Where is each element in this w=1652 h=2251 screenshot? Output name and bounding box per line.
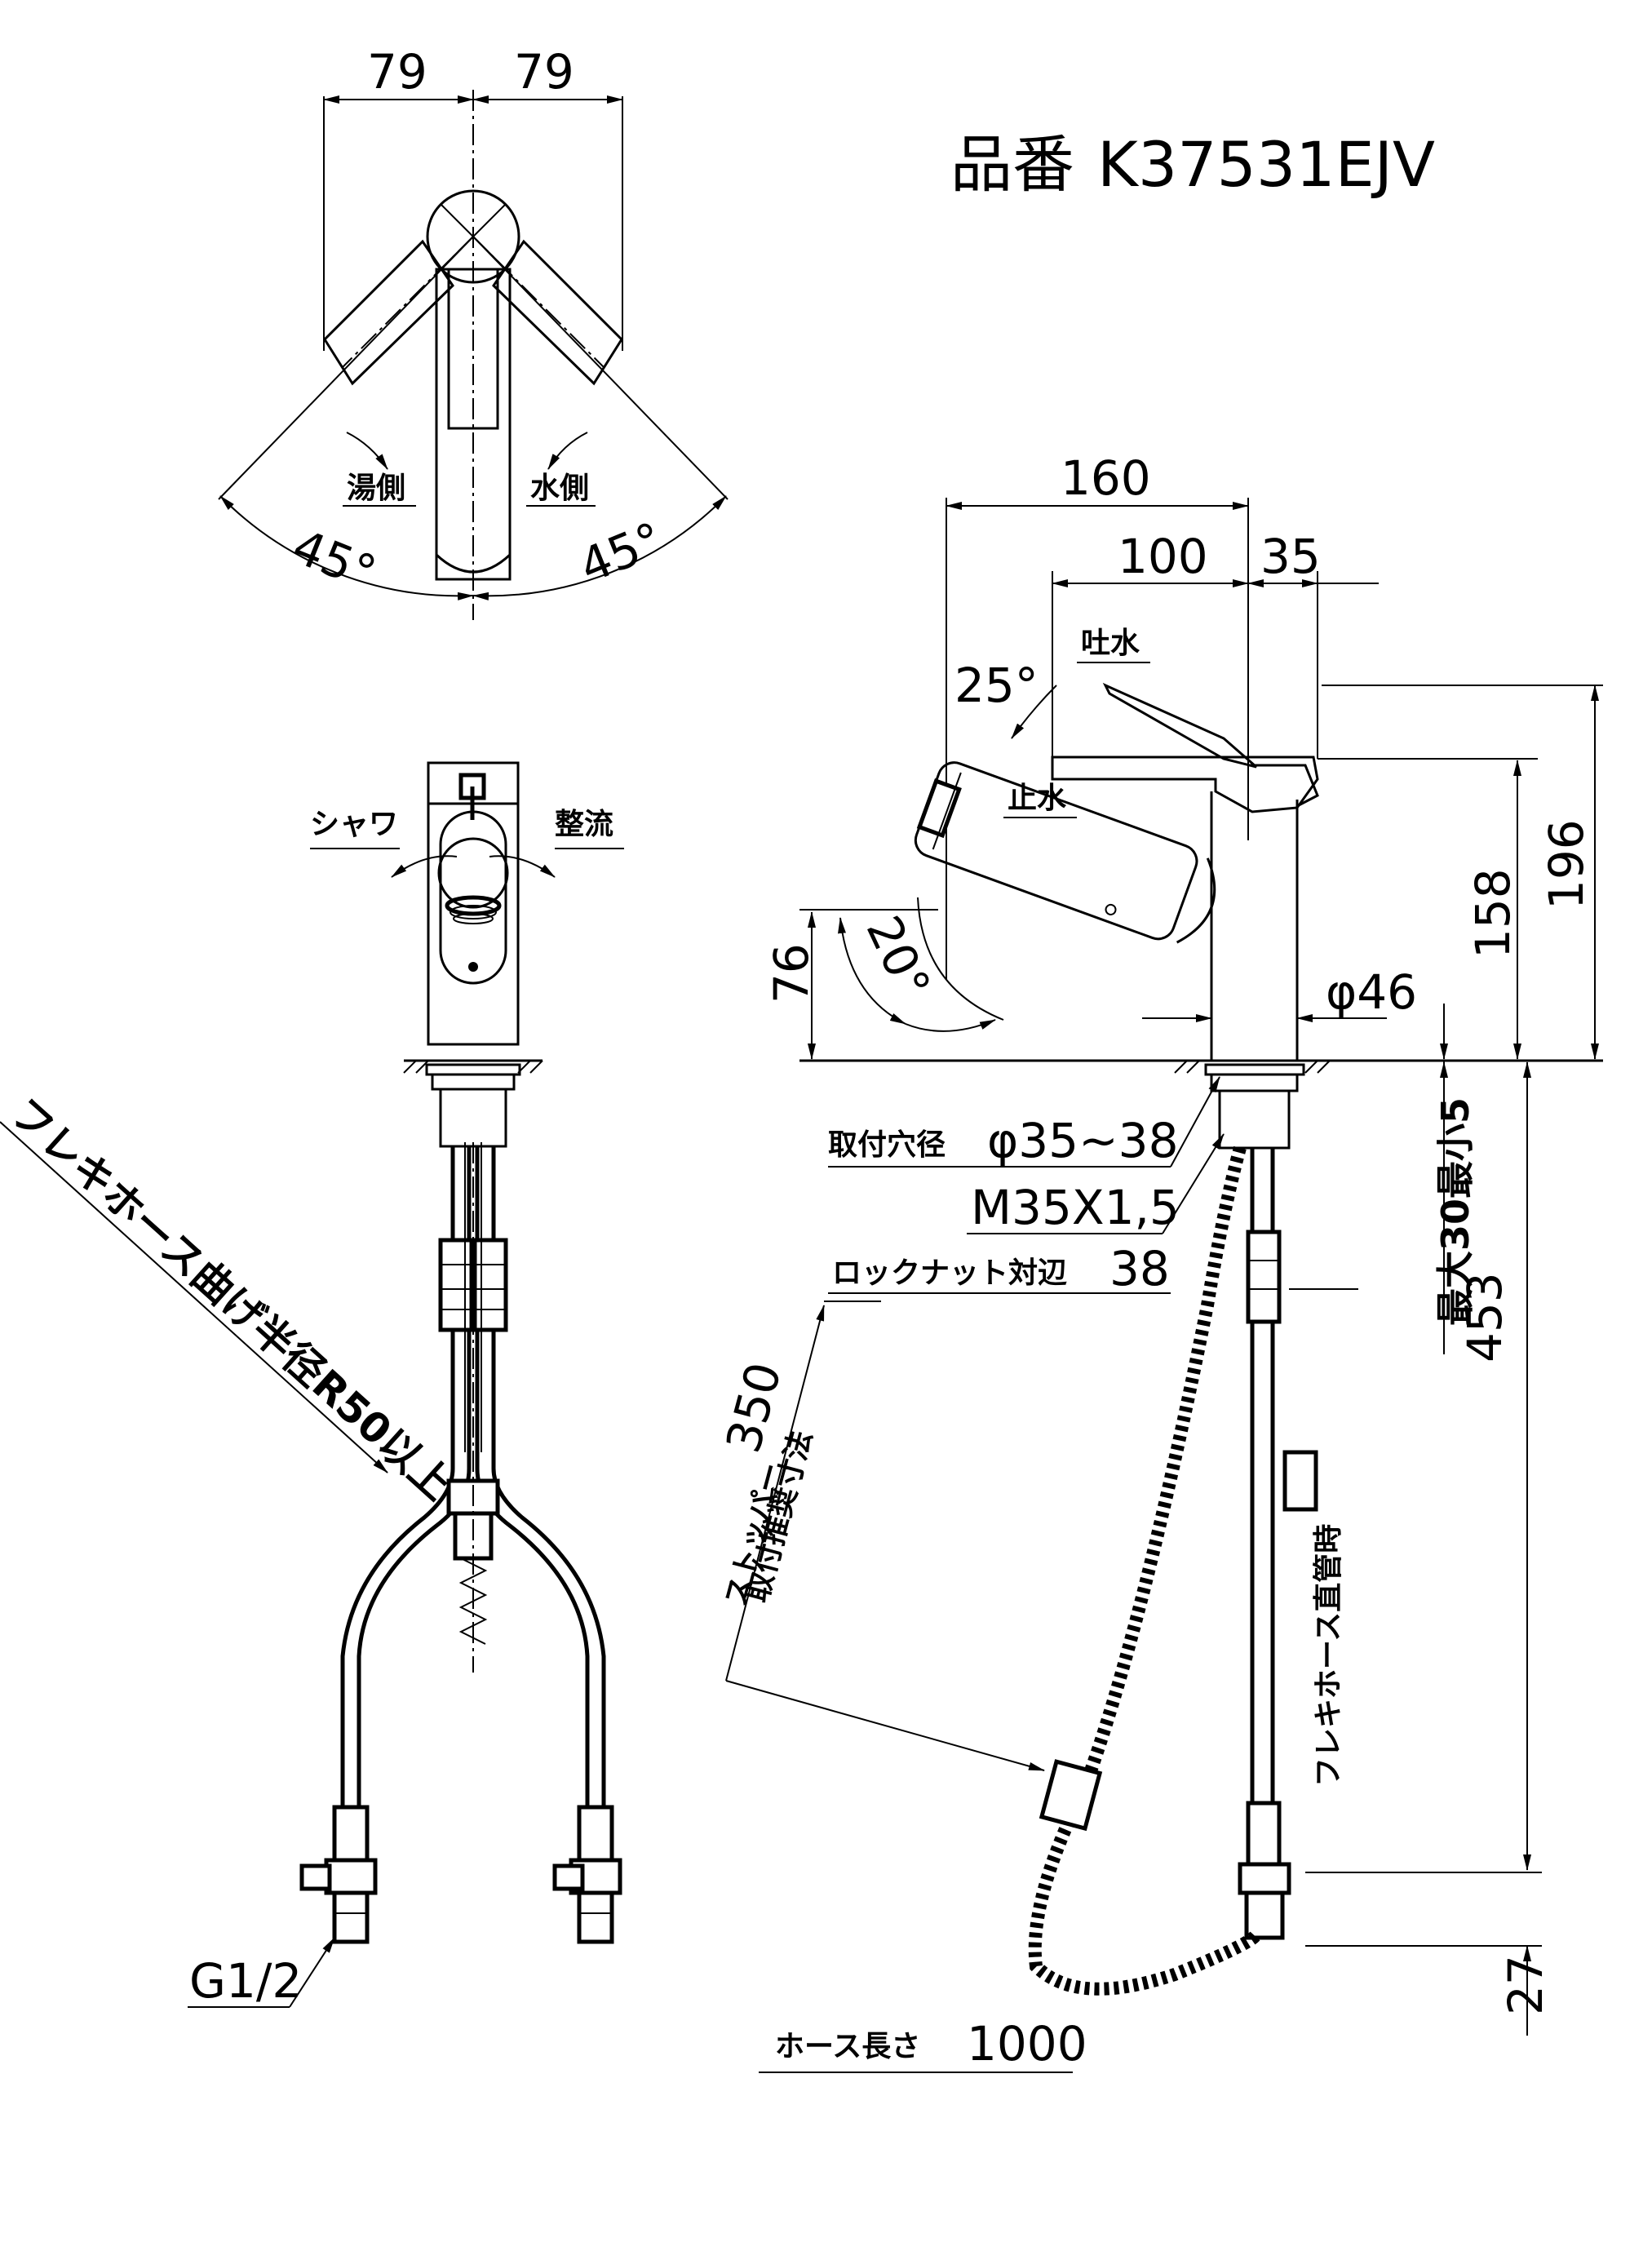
thread-spec: M35X1,5 xyxy=(971,1180,1180,1235)
top-dim-right: 79 xyxy=(514,44,574,100)
mount-hole-value: φ35~38 xyxy=(987,1113,1178,1168)
lever-handle-side xyxy=(1102,682,1257,769)
spout-label: 吐水 xyxy=(1081,627,1140,660)
dim-160: 160 xyxy=(1061,450,1151,506)
max-min-label: 最大30最小5 xyxy=(1433,1097,1477,1326)
dim-27: 27 xyxy=(1498,1955,1553,2015)
shower-hose-coil xyxy=(1028,1145,1263,1996)
weight-clip xyxy=(1282,1450,1318,1512)
body-side xyxy=(1210,791,1299,1061)
front-view: シャワ 整流 xyxy=(0,761,624,2009)
cold-side-label: 水側 xyxy=(530,472,589,505)
lever-rotated-hot xyxy=(323,239,454,386)
title-label: 品番 xyxy=(950,128,1074,201)
side-view: 160 100 35 吐水 止水 25° 20° xyxy=(715,450,1603,2073)
thread-label: G1/2 xyxy=(189,1953,302,2009)
lock-nut-label: ロックナット対辺 xyxy=(832,1256,1067,1290)
model-number: K37531EJV xyxy=(1097,128,1435,201)
hose-bend-label: フレキホース曲げ半径R50以上 xyxy=(2,1089,461,1509)
dim-35: 35 xyxy=(1260,529,1321,584)
angle-hot: 45° xyxy=(285,518,383,601)
angle-head: 20° xyxy=(856,907,941,1007)
hot-side-label: 湯側 xyxy=(347,472,405,505)
top-dim-left: 79 xyxy=(367,44,427,100)
hose-length-value: 1000 xyxy=(967,2016,1087,2072)
flex-straight-label: フレキホース直管時 xyxy=(1312,1524,1345,1787)
dim-76: 76 xyxy=(764,943,819,1004)
stopper xyxy=(1039,1759,1103,1832)
spout-side xyxy=(1051,756,1319,813)
dim-100: 100 xyxy=(1118,529,1208,584)
angle-lever: 25° xyxy=(954,658,1039,713)
body-front xyxy=(427,804,520,1046)
dim-196: 196 xyxy=(1539,819,1594,910)
shower-label: シャワ xyxy=(310,808,398,841)
mount-hole-label: 取付穴径 xyxy=(828,1128,946,1162)
stopper-value: 350 xyxy=(715,1357,792,1459)
dim-158: 158 xyxy=(1465,868,1521,959)
top-view: 79 79 45° 45° 湯側 水側 xyxy=(218,44,729,620)
aerated-label: 整流 xyxy=(555,808,613,841)
lever-knob xyxy=(426,189,520,284)
lock-nut-value: 38 xyxy=(1109,1241,1170,1296)
lever-rotated-cold xyxy=(492,239,623,386)
pullout-head xyxy=(914,761,1216,944)
dim-453: 453 xyxy=(1457,1272,1512,1363)
hose-length-label: ホース長さ xyxy=(775,2030,920,2063)
dim-phi46: φ46 xyxy=(1326,964,1417,1020)
